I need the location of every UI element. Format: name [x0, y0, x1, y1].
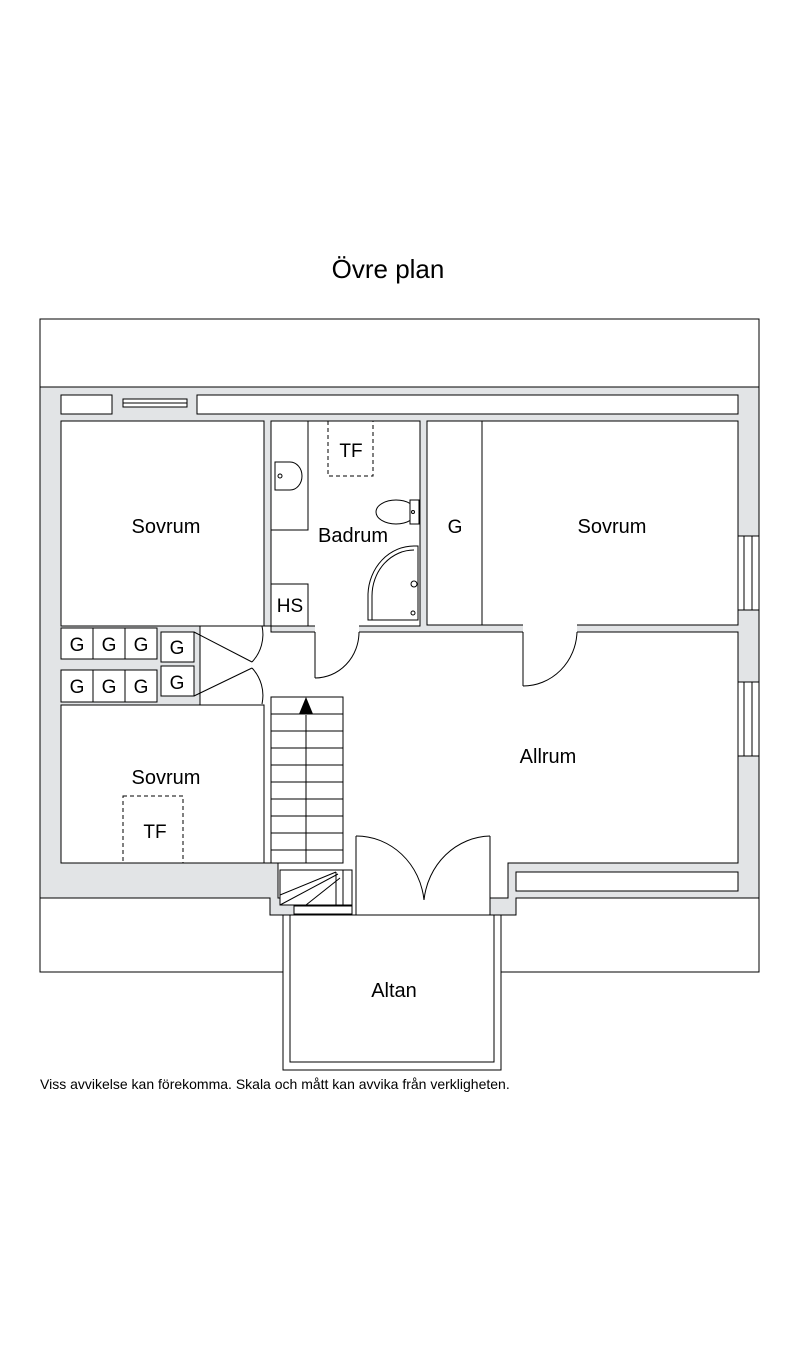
door-altan-right — [423, 835, 491, 901]
sink-icon — [274, 461, 303, 491]
altan-inner — [289, 914, 495, 1063]
window-strip-south — [515, 871, 739, 892]
tf-hatch-sovrum — [122, 795, 184, 864]
roof-eave-bottom-left — [39, 898, 283, 973]
shower-icon — [367, 545, 419, 621]
roof-eave-bottom-right — [501, 898, 760, 973]
tf-hatch-badrum — [327, 420, 374, 477]
door-sovrum-ne — [522, 631, 578, 687]
room-label-sovrum-ne: Sovrum — [578, 516, 647, 538]
door-altan-left — [355, 835, 425, 901]
closet-g — [124, 669, 158, 703]
closet-g — [92, 669, 126, 703]
closet-g — [92, 627, 126, 660]
marker-g: G — [134, 635, 149, 656]
marker-g: G — [170, 673, 185, 694]
window-strip-long — [196, 394, 739, 415]
stair-arrow-icon — [299, 697, 313, 714]
marker-g: G — [134, 677, 149, 698]
marker-g: G — [448, 517, 463, 538]
window-east — [737, 681, 760, 757]
hs-cabinet — [270, 583, 309, 627]
marker-g: G — [70, 635, 85, 656]
roof-eave-top — [39, 318, 760, 388]
window-east — [737, 535, 760, 611]
room-sovrum-nw — [60, 420, 265, 627]
stair-landing — [279, 869, 353, 906]
window-stair — [293, 905, 353, 915]
room-label-badrum: Badrum — [318, 525, 388, 547]
staircase — [270, 696, 344, 864]
disclaimer-text: Viss avvikelse kan förekomma. Skala och … — [40, 1076, 510, 1092]
window-strip-small — [60, 394, 113, 415]
marker-tf: TF — [143, 822, 166, 843]
room-label-altan: Altan — [371, 980, 417, 1002]
marker-g: G — [102, 677, 117, 698]
marker-hs: HS — [277, 596, 303, 617]
room-label-allrum: Allrum — [520, 746, 577, 768]
closet-g — [160, 665, 195, 697]
room-label-sovrum-nw: Sovrum — [132, 516, 201, 538]
closet-g — [60, 669, 94, 703]
winder-treads — [279, 870, 344, 906]
marker-g: G — [170, 638, 185, 659]
closet-g — [124, 627, 158, 660]
marker-g: G — [102, 635, 117, 656]
closet-g — [160, 631, 195, 663]
marker-tf: TF — [339, 441, 362, 462]
room-label-sovrum-sw: Sovrum — [132, 767, 201, 789]
door-badrum — [314, 631, 360, 679]
closet-g-ne — [426, 420, 483, 626]
plan-title: Övre plan — [332, 254, 445, 284]
marker-g: G — [70, 677, 85, 698]
